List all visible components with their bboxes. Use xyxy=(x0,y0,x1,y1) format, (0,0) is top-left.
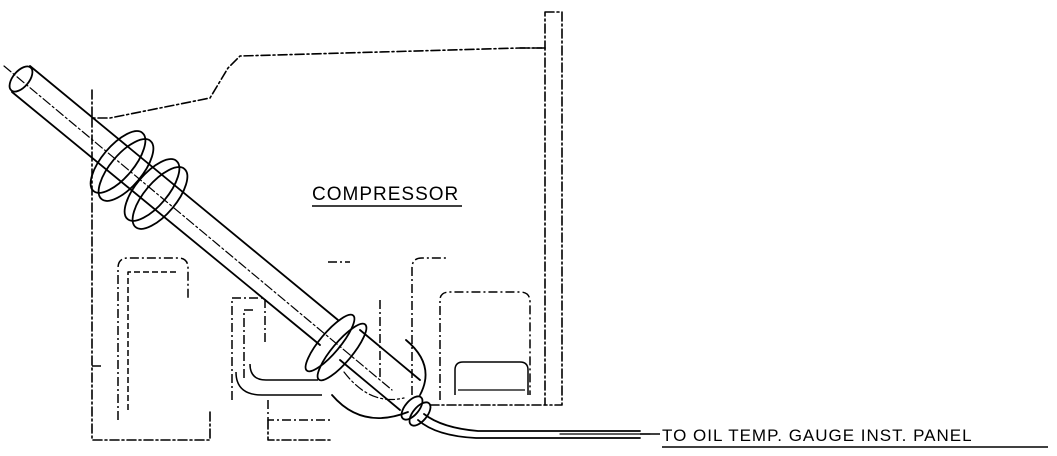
callout-label-group: TO OIL TEMP. GAUGE INST. PANEL xyxy=(640,426,1048,448)
compressor-housing xyxy=(91,11,563,441)
compressor-label-group: COMPRESSOR xyxy=(312,184,462,207)
thermometer-probe xyxy=(3,65,651,439)
lower-passages xyxy=(92,257,531,421)
callout-label: TO OIL TEMP. GAUGE INST. PANEL xyxy=(662,426,973,445)
compressor-label: COMPRESSOR xyxy=(312,184,459,205)
